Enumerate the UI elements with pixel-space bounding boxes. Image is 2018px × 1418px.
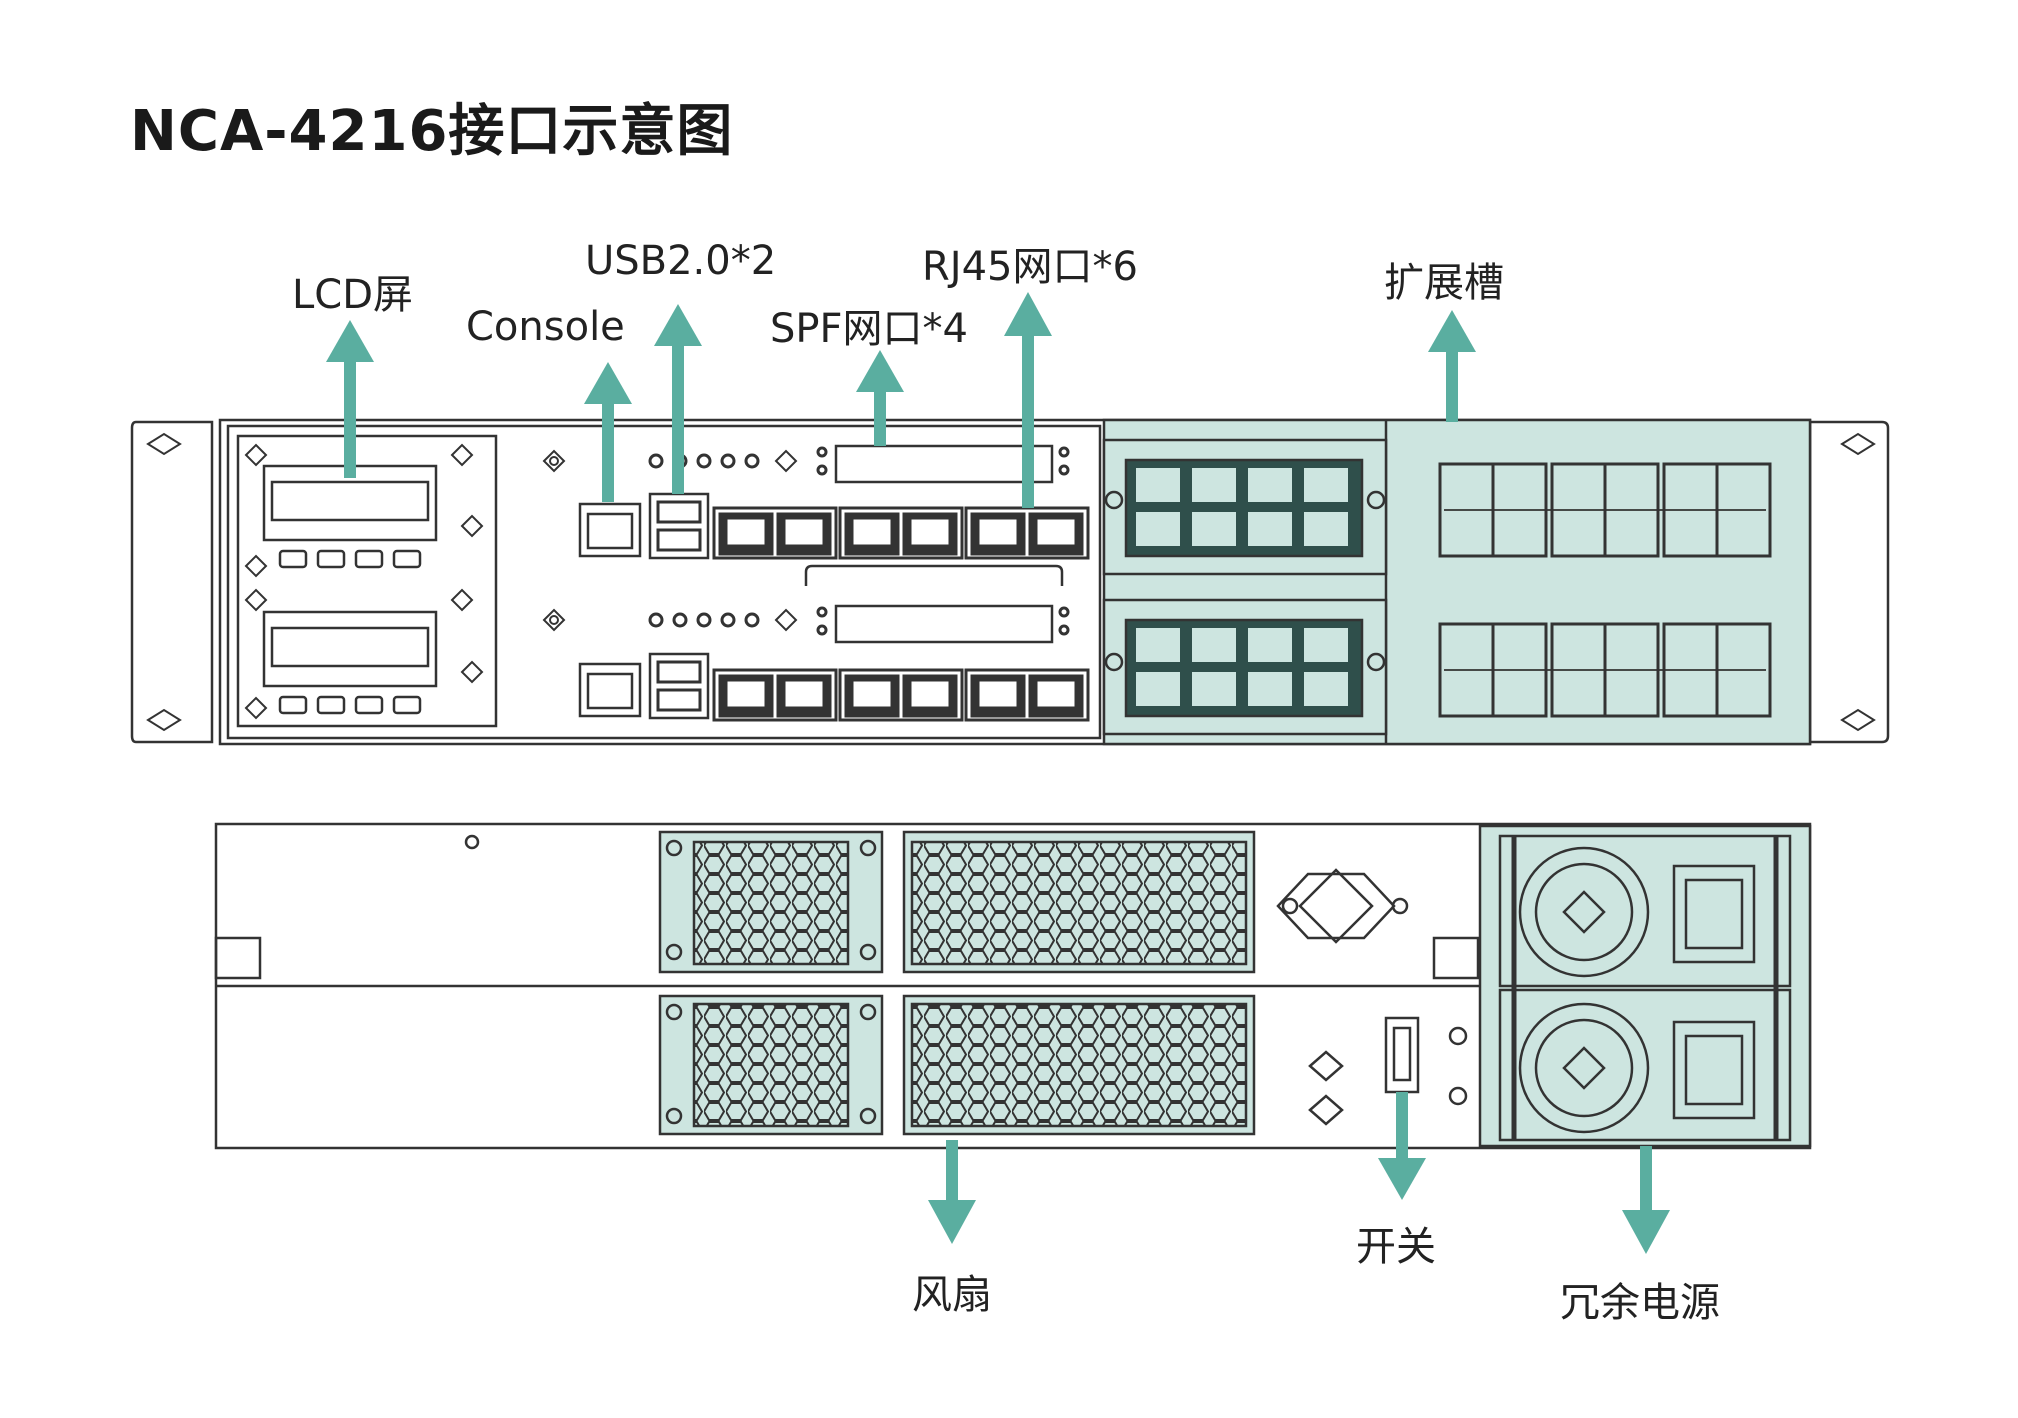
label-expansion: 扩展槽 bbox=[1384, 260, 1504, 306]
redundant-psu bbox=[1478, 824, 1812, 1148]
expansion-slots bbox=[1102, 418, 1812, 746]
label-psu: 冗余电源 bbox=[1560, 1280, 1720, 1326]
label-fan: 风扇 bbox=[912, 1272, 992, 1318]
diagram-title: NCA-4216接口示意图 bbox=[130, 99, 734, 164]
label-rj45: RJ45网口*6 bbox=[922, 244, 1138, 290]
label-console: Console bbox=[466, 304, 625, 350]
label-usb: USB2.0*2 bbox=[585, 238, 777, 284]
label-sfp: SPF网口*4 bbox=[770, 306, 968, 352]
label-lcd: LCD屏 bbox=[292, 272, 414, 318]
label-switch: 开关 bbox=[1356, 1224, 1436, 1270]
arrows bbox=[326, 292, 1670, 1254]
rj45-ports bbox=[712, 506, 1090, 722]
fan-grilles bbox=[658, 830, 1256, 1136]
